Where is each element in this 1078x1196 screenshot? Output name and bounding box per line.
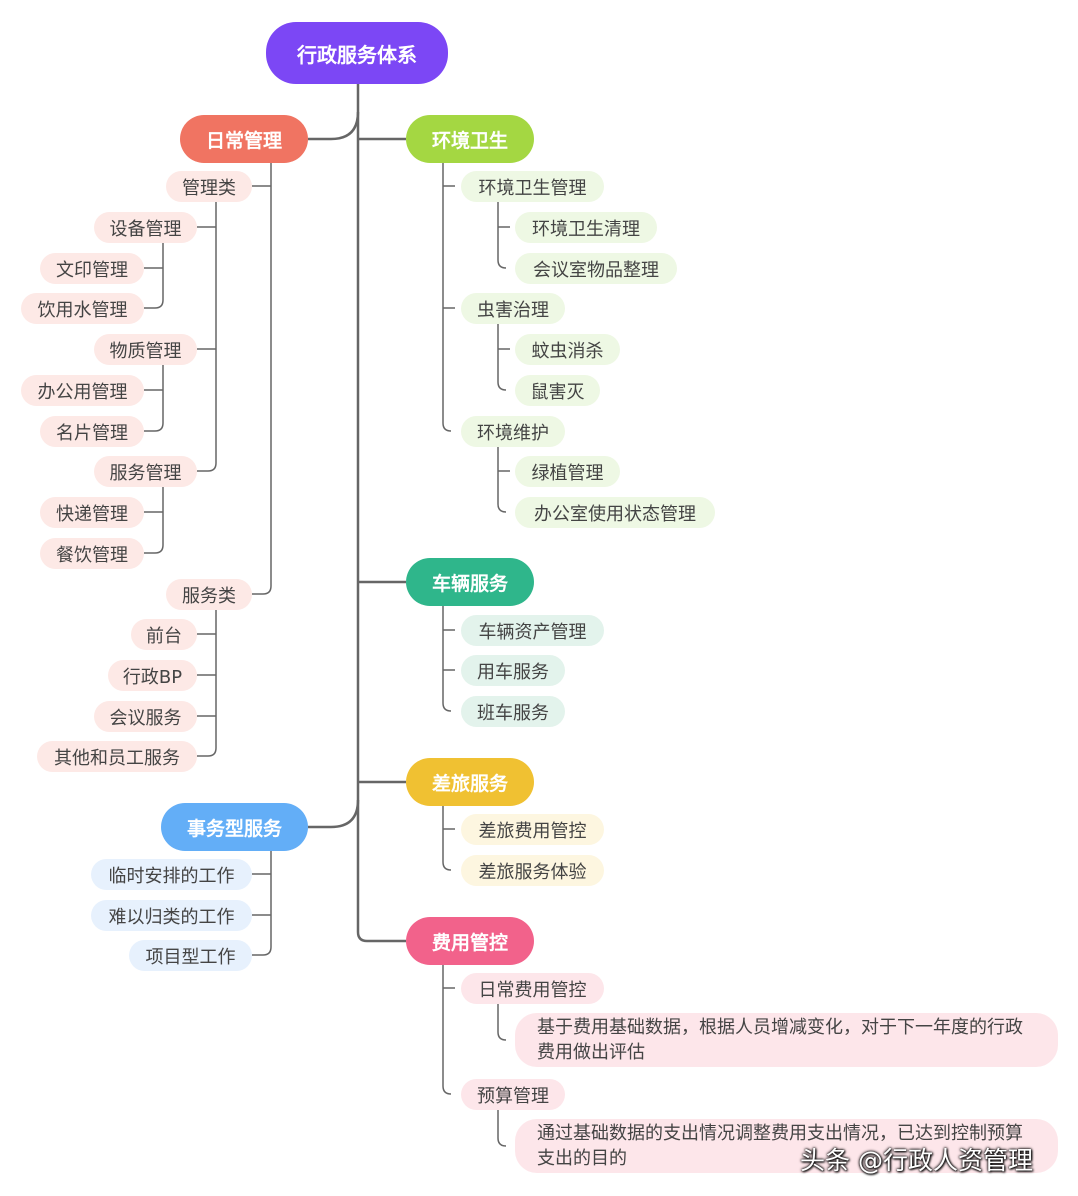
env-item-cleaning: 环境卫生清理 [515,212,657,243]
connector-path [497,202,507,269]
cost-detail-daily: 基于费用基础数据，根据人员增减变化，对于下一年度的行政费用做出评估 [515,1013,1058,1067]
branch-cost-control: 费用管控 [406,917,534,965]
cost-detail-budget: 通过基础数据的支出情况调整费用支出情况，已达到控制预算支出的目的 [515,1119,1058,1173]
daily-item-courier: 快递管理 [40,497,144,528]
transaction-item-temporary: 临时安排的工作 [91,859,252,890]
connector-path [197,202,217,472]
cost-group-budget: 预算管理 [461,1079,565,1110]
connector-path [144,365,164,432]
branch-daily-management: 日常管理 [180,115,308,163]
daily-item-meeting-service: 会议服务 [94,701,197,732]
travel-item-cost-control: 差旅费用管控 [461,814,604,845]
connector-path [356,84,406,943]
env-item-meeting-room: 会议室物品整理 [515,253,677,284]
connector-path [252,163,272,595]
daily-item-catering: 餐饮管理 [40,538,144,569]
transaction-item-unclassified: 难以归类的工作 [91,900,252,931]
env-group-pest-control: 虫害治理 [461,293,565,324]
connector-path [497,1110,507,1147]
env-group-maintenance: 环境维护 [461,416,565,447]
connector-path [252,851,272,956]
daily-item-business-cards: 名片管理 [40,416,144,447]
daily-service-category: 服务类 [166,579,252,610]
branch-environment-hygiene: 环境卫生 [406,115,534,163]
env-group-hygiene-management: 环境卫生管理 [461,171,604,202]
daily-item-employee-service: 其他和员工服务 [37,741,197,772]
connector-path [497,324,507,391]
daily-item-drinking-water: 饮用水管理 [21,293,144,324]
daily-item-office-supplies: 办公用管理 [21,375,144,406]
daily-group-services: 服务管理 [94,456,197,487]
connector-path [442,163,452,432]
vehicle-item-assets: 车辆资产管理 [461,615,604,646]
branch-travel-service: 差旅服务 [406,758,534,806]
daily-group-equipment: 设备管理 [94,212,197,243]
vehicle-item-car-use: 用车服务 [461,655,565,686]
env-item-office-status: 办公室使用状态管理 [515,497,715,528]
branch-transaction-service: 事务型服务 [161,803,308,851]
env-item-plants: 绿植管理 [515,456,620,487]
cost-group-daily: 日常费用管控 [461,973,604,1004]
watermark: 头条 @行政人资管理 [800,1146,1033,1175]
env-item-mosquito: 蚊虫消杀 [515,334,620,365]
daily-item-printing: 文印管理 [40,253,144,284]
connector-path [144,487,164,554]
connector-path [442,806,452,871]
connector-path [497,1004,507,1041]
daily-item-admin-bp: 行政BP [108,660,197,691]
connector-path [497,447,507,513]
connector-path [144,243,164,309]
connector-path [308,111,360,141]
root-node: 行政服务体系 [266,22,448,84]
env-item-rodent: 鼠害灭 [515,375,600,406]
daily-management-category: 管理类 [166,171,252,202]
daily-group-materials: 物质管理 [94,334,197,365]
branch-vehicle-service: 车辆服务 [406,558,534,606]
vehicle-item-shuttle: 班车服务 [461,696,565,727]
travel-item-experience: 差旅服务体验 [461,855,604,886]
connector-path [197,610,217,757]
connector-path [308,799,360,829]
daily-item-reception: 前台 [131,619,197,650]
transaction-item-project: 项目型工作 [129,940,252,971]
connector-path [442,965,452,1095]
connector-path [442,606,452,712]
